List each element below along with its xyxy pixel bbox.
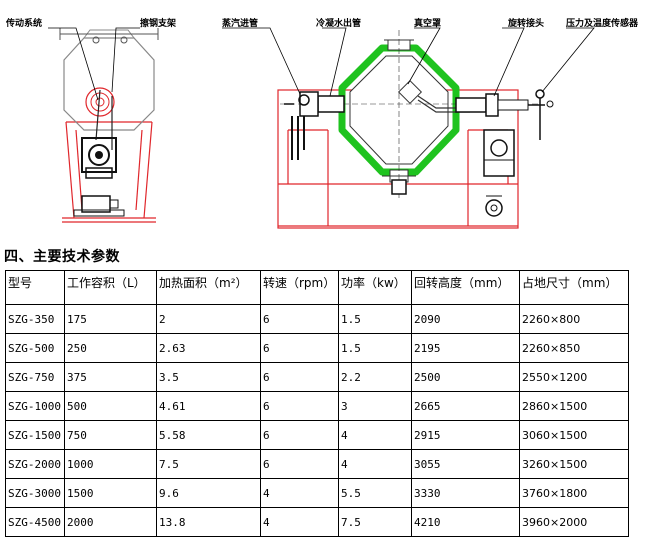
cell-height: 4210 bbox=[411, 507, 520, 537]
cell-power: 1.5 bbox=[338, 333, 412, 363]
cell-power: 2.2 bbox=[338, 362, 412, 392]
cell-footprint: 3260×1500 bbox=[519, 449, 629, 479]
cell-power: 7.5 bbox=[338, 507, 412, 537]
cell-area: 9.6 bbox=[156, 478, 261, 508]
cell-footprint: 2550×1200 bbox=[519, 362, 629, 392]
table-row: SZG-1000 500 4.61 6 3 2665 2860×1500 bbox=[5, 391, 629, 421]
cell-speed: 6 bbox=[260, 420, 339, 450]
cell-footprint: 3960×2000 bbox=[519, 507, 629, 537]
cell-footprint: 3060×1500 bbox=[519, 420, 629, 450]
callout-pressure-temp-sensor: 压力及温度传感器 bbox=[566, 17, 639, 29]
table-row: SZG-2000 1000 7.5 6 4 3055 3260×1500 bbox=[5, 449, 629, 479]
cell-volume: 750 bbox=[64, 420, 157, 450]
cell-footprint: 2860×1500 bbox=[519, 391, 629, 421]
callout-drive-system: 传动系统 bbox=[5, 17, 42, 29]
cell-height: 3330 bbox=[411, 478, 520, 508]
cell-speed: 4 bbox=[260, 478, 339, 508]
table-row: SZG-500 250 2.63 6 1.5 2195 2260×850 bbox=[5, 333, 629, 363]
equipment-diagram: 传动系统 擦钢支架 蒸汽进管 冷凝水出管 真空罩 旋转接头 压力及温度传感器 bbox=[5, 17, 639, 229]
cell-area: 13.8 bbox=[156, 507, 261, 537]
cell-height: 2665 bbox=[411, 391, 520, 421]
cell-power: 5.5 bbox=[338, 478, 412, 508]
header-heating-area: 加热面积（m²） bbox=[156, 270, 261, 305]
left-side-view bbox=[59, 28, 159, 223]
cell-volume: 1000 bbox=[64, 449, 157, 479]
callout-condensate-outlet: 冷凝水出管 bbox=[316, 17, 361, 29]
cell-area: 2.63 bbox=[156, 333, 261, 363]
callout-rotary-joint: 旋转接头 bbox=[507, 17, 544, 29]
callout-vacuum-cover: 真空罩 bbox=[414, 17, 441, 29]
cell-model: SZG-500 bbox=[5, 333, 65, 363]
table-row: SZG-350 175 2 6 1.5 2090 2260×800 bbox=[5, 304, 629, 334]
cell-volume: 500 bbox=[64, 391, 157, 421]
cell-speed: 4 bbox=[260, 507, 339, 537]
cell-model: SZG-750 bbox=[5, 362, 65, 392]
table-header-row: 型号 工作容积（L） 加热面积（m²） 转速（rpm） 功率（kw） 回转高度（… bbox=[5, 270, 629, 305]
front-view bbox=[277, 30, 554, 229]
cell-power: 4 bbox=[338, 420, 412, 450]
cell-power: 3 bbox=[338, 391, 412, 421]
cell-footprint: 2260×850 bbox=[519, 333, 629, 363]
cell-model: SZG-1500 bbox=[5, 420, 65, 450]
cell-height: 3055 bbox=[411, 449, 520, 479]
cell-model: SZG-350 bbox=[5, 304, 65, 334]
table-row: SZG-4500 2000 13.8 4 7.5 4210 3960×2000 bbox=[5, 507, 629, 537]
cell-speed: 6 bbox=[260, 362, 339, 392]
header-speed: 转速（rpm） bbox=[260, 270, 339, 305]
callout-support-frame: 擦钢支架 bbox=[140, 17, 176, 29]
cell-volume: 1500 bbox=[64, 478, 157, 508]
cell-volume: 375 bbox=[64, 362, 157, 392]
cell-speed: 6 bbox=[260, 304, 339, 334]
cell-volume: 2000 bbox=[64, 507, 157, 537]
cell-area: 2 bbox=[156, 304, 261, 334]
cell-model: SZG-2000 bbox=[5, 449, 65, 479]
header-model: 型号 bbox=[5, 270, 65, 305]
header-rotation-height: 回转高度（mm） bbox=[411, 270, 520, 305]
cell-area: 7.5 bbox=[156, 449, 261, 479]
cell-area: 5.58 bbox=[156, 420, 261, 450]
spec-table: 型号 工作容积（L） 加热面积（m²） 转速（rpm） 功率（kw） 回转高度（… bbox=[5, 270, 629, 537]
cell-power: 1.5 bbox=[338, 304, 412, 334]
section-title: 四、主要技术参数 bbox=[4, 249, 120, 265]
cell-area: 4.61 bbox=[156, 391, 261, 421]
cell-footprint: 3760×1800 bbox=[519, 478, 629, 508]
cell-model: SZG-3000 bbox=[5, 478, 65, 508]
cell-area: 3.5 bbox=[156, 362, 261, 392]
header-working-volume: 工作容积（L） bbox=[64, 270, 157, 305]
callout-steam-inlet: 蒸汽进管 bbox=[222, 17, 258, 29]
cell-volume: 250 bbox=[64, 333, 157, 363]
table-row: SZG-750 375 3.5 6 2.2 2500 2550×1200 bbox=[5, 362, 629, 392]
cell-model: SZG-4500 bbox=[5, 507, 65, 537]
cell-speed: 6 bbox=[260, 391, 339, 421]
cell-height: 2195 bbox=[411, 333, 520, 363]
table-row: SZG-3000 1500 9.6 4 5.5 3330 3760×1800 bbox=[5, 478, 629, 508]
table-row: SZG-1500 750 5.58 6 4 2915 3060×1500 bbox=[5, 420, 629, 450]
cell-height: 2500 bbox=[411, 362, 520, 392]
cell-power: 4 bbox=[338, 449, 412, 479]
cell-speed: 6 bbox=[260, 449, 339, 479]
cell-model: SZG-1000 bbox=[5, 391, 65, 421]
cell-footprint: 2260×800 bbox=[519, 304, 629, 334]
header-power: 功率（kw） bbox=[338, 270, 412, 305]
cell-height: 2090 bbox=[411, 304, 520, 334]
cell-speed: 6 bbox=[260, 333, 339, 363]
cell-volume: 175 bbox=[64, 304, 157, 334]
header-footprint: 占地尺寸（mm） bbox=[519, 270, 629, 305]
cell-height: 2915 bbox=[411, 420, 520, 450]
